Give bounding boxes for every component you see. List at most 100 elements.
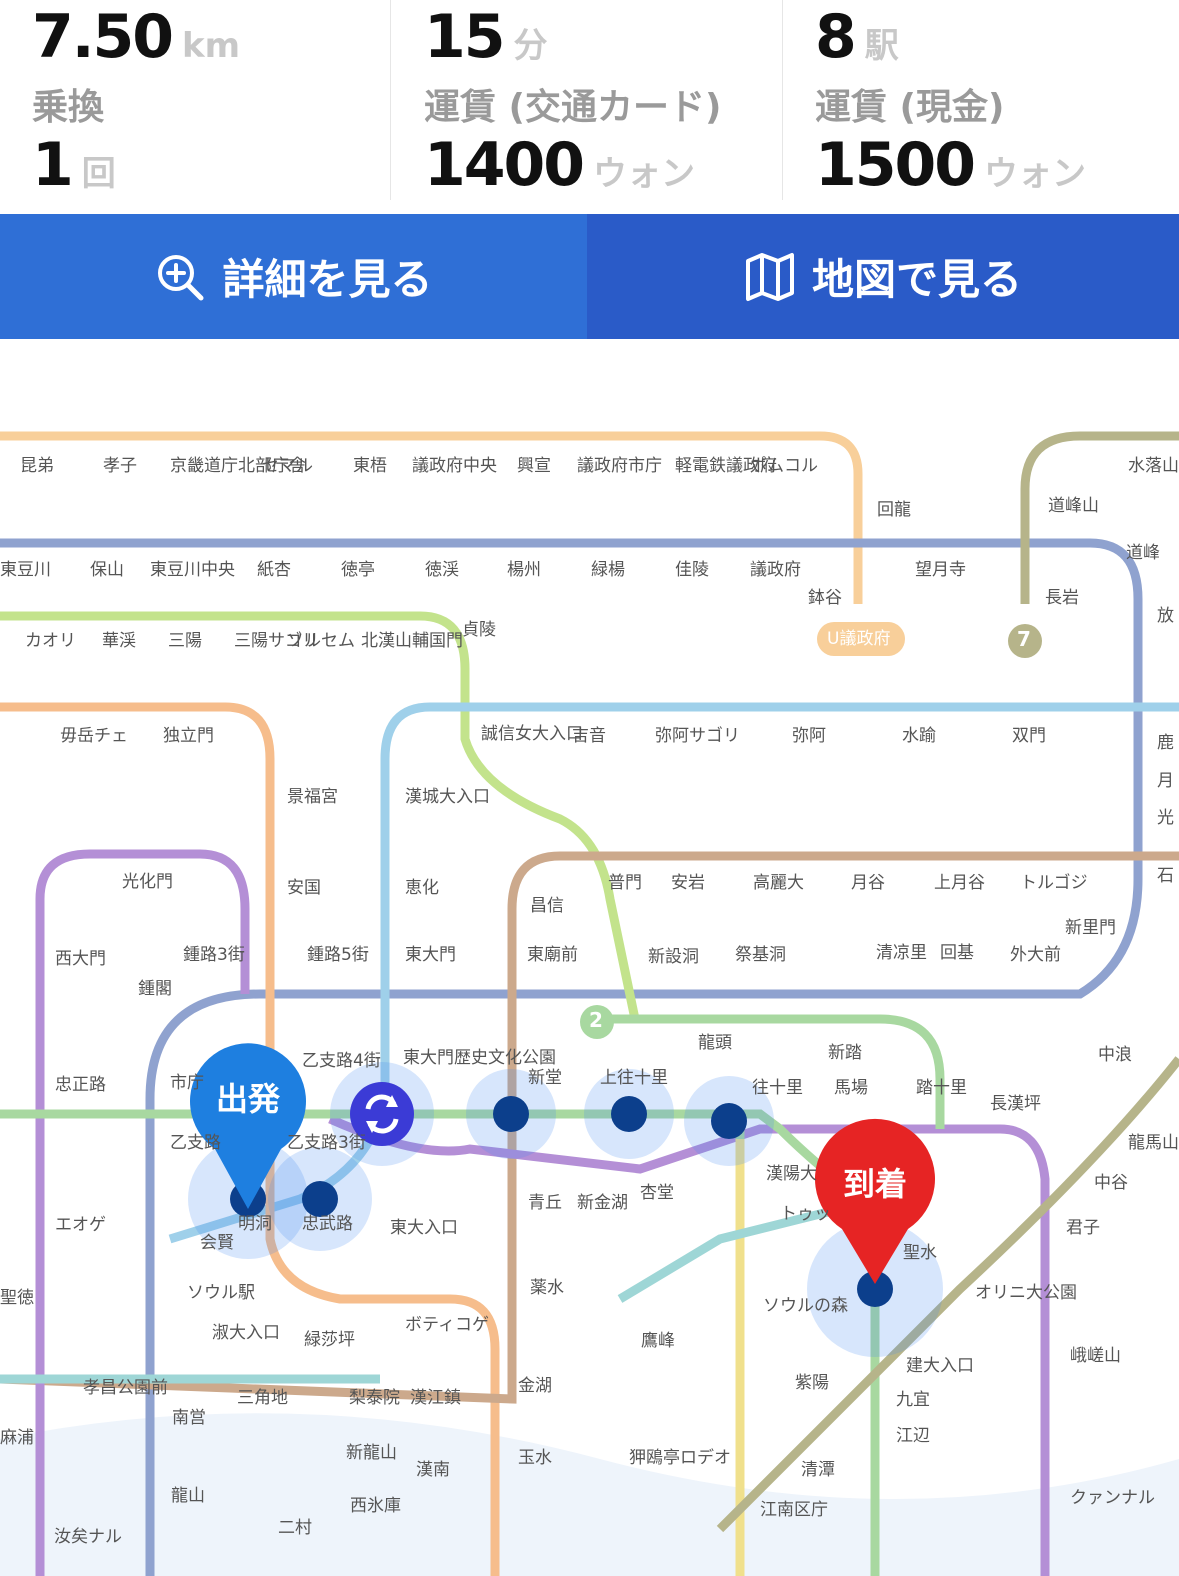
station-label[interactable]: 月谷 — [851, 873, 885, 893]
station-label[interactable]: 玉水 — [518, 1448, 552, 1468]
station-label[interactable]: 誠信女大入口 — [481, 724, 583, 744]
station-label[interactable]: 清凉里 — [876, 943, 927, 963]
station-label[interactable]: 漢江鎮 — [410, 1388, 461, 1408]
station-label[interactable]: 石 — [1157, 866, 1174, 886]
station-label[interactable]: 光 — [1157, 808, 1174, 828]
station-label[interactable]: ソウル駅 — [187, 1283, 255, 1303]
station-label[interactable]: 狎鴎亭ロデオ — [629, 1448, 731, 1468]
station-label[interactable]: 望月寺 — [915, 560, 966, 580]
station-label[interactable]: エオゲ — [55, 1215, 106, 1235]
station-label[interactable]: クァンナル — [1070, 1488, 1155, 1508]
station-label[interactable]: 京畿道庁北部庁舎 — [170, 456, 306, 476]
station-label[interactable]: 外大前 — [1010, 945, 1061, 965]
view-details-button[interactable]: 詳細を見る — [0, 214, 587, 339]
station-label[interactable]: 往十里 — [752, 1078, 803, 1098]
station-label[interactable]: 薬水 — [530, 1278, 564, 1298]
station-label[interactable]: 乙支路3街 — [287, 1133, 366, 1153]
station-label[interactable]: 西氷庫 — [350, 1496, 401, 1516]
station-label[interactable]: 金湖 — [518, 1376, 552, 1396]
station-label[interactable]: 長岩 — [1045, 588, 1079, 608]
station-label[interactable]: 聖水 — [903, 1243, 937, 1263]
station-label[interactable]: 西大門 — [55, 949, 106, 969]
station-label[interactable]: 東豆川中央 — [150, 560, 235, 580]
station-label[interactable]: 恵化 — [405, 878, 439, 898]
station-label[interactable]: 安国 — [287, 878, 321, 898]
station-label[interactable]: 明洞 — [238, 1214, 272, 1234]
station-label[interactable]: 忠正路 — [55, 1075, 106, 1095]
station-label[interactable]: 緑莎坪 — [304, 1330, 355, 1350]
station-label[interactable]: 長漢坪 — [990, 1094, 1041, 1114]
station-label[interactable]: 徳渓 — [425, 560, 459, 580]
station-label[interactable]: 独立門 — [163, 726, 214, 746]
station-label[interactable]: 馬場 — [834, 1078, 868, 1098]
station-label[interactable]: 景福宮 — [287, 787, 338, 807]
station-label[interactable]: ソウルの森 — [763, 1296, 848, 1316]
station-label[interactable]: 紙杏 — [257, 560, 291, 580]
station-label[interactable]: 楊州 — [507, 560, 541, 580]
station-label[interactable]: 新里門 — [1065, 918, 1116, 938]
station-label[interactable]: 昆弟 — [20, 456, 54, 476]
station-label[interactable]: 吉音 — [572, 726, 606, 746]
station-label[interactable]: 議政府 — [750, 560, 801, 580]
station-label[interactable]: 梨泰院 — [349, 1388, 400, 1408]
station-label[interactable]: 鷹峰 — [641, 1331, 675, 1351]
station-label[interactable]: 漢陽大 — [766, 1164, 817, 1184]
station-label[interactable]: 回基 — [940, 943, 974, 963]
station-label[interactable]: 杏堂 — [640, 1183, 674, 1203]
station-label[interactable]: ソルセム — [287, 631, 355, 651]
station-label[interactable]: 龍馬山 — [1128, 1133, 1179, 1153]
station-label[interactable]: ポムコル — [750, 456, 818, 476]
station-label[interactable]: 議政府市庁 — [577, 456, 662, 476]
station-label[interactable]: 忠武路 — [302, 1214, 353, 1234]
station-label[interactable]: 二村 — [278, 1518, 312, 1538]
station-label[interactable]: 東豆川 — [0, 560, 51, 580]
station-label[interactable]: 中谷 — [1094, 1173, 1128, 1193]
station-label[interactable]: 青丘 — [528, 1193, 562, 1213]
station-label[interactable]: 双門 — [1012, 726, 1046, 746]
station-label[interactable]: 会賢 — [200, 1233, 234, 1253]
station-label[interactable]: 東廟前 — [527, 945, 578, 965]
station-label[interactable]: 淑大入口 — [212, 1323, 280, 1343]
station-label[interactable]: 光化門 — [122, 872, 173, 892]
station-label[interactable]: カオリ — [25, 631, 76, 651]
station-label[interactable]: 汝矣ナル — [54, 1527, 122, 1547]
station-label[interactable]: 清潭 — [801, 1460, 835, 1480]
station-label[interactable]: 安岩 — [671, 873, 705, 893]
station-label[interactable]: 漢城大入口 — [405, 787, 490, 807]
station-label[interactable]: 三陽 — [168, 631, 202, 651]
station-label[interactable]: オリニ大公園 — [975, 1283, 1077, 1303]
station-label[interactable]: 祭基洞 — [735, 945, 786, 965]
station-label[interactable]: 鍾閣 — [138, 979, 172, 999]
station-label[interactable]: 新設洞 — [648, 947, 699, 967]
station-label[interactable]: 中浪 — [1098, 1045, 1132, 1065]
station-label[interactable]: 市庁 — [170, 1073, 204, 1093]
station-label[interactable]: 佳陵 — [675, 560, 709, 580]
station-label[interactable]: 孝子 — [103, 456, 137, 476]
station-label[interactable]: 東大門 — [405, 945, 456, 965]
station-label[interactable]: 軽電鉄議政府 — [675, 456, 777, 476]
station-label[interactable]: 月 — [1157, 771, 1174, 791]
station-label[interactable]: 新堂 — [528, 1068, 562, 1088]
station-label[interactable]: 毋岳チェ — [60, 726, 128, 746]
station-label[interactable]: 議政府中央 — [412, 456, 497, 476]
station-label[interactable]: トゥッ — [780, 1204, 831, 1224]
station-label[interactable]: 新金湖 — [577, 1193, 628, 1213]
station-label[interactable]: 踏十里 — [916, 1078, 967, 1098]
station-label[interactable]: 鉢谷 — [808, 588, 842, 608]
station-label[interactable]: 放 — [1157, 606, 1174, 626]
station-label[interactable]: 麻浦 — [0, 1428, 34, 1448]
station-label[interactable]: 普門 — [608, 873, 642, 893]
station-label[interactable]: 建大入口 — [906, 1356, 974, 1376]
station-label[interactable]: 鍾路5街 — [307, 945, 369, 965]
station-label[interactable]: 東大門歴史文化公園 — [403, 1048, 556, 1068]
station-label[interactable]: 水踰 — [902, 726, 936, 746]
station-label[interactable]: 東梧 — [353, 456, 387, 476]
station-label[interactable]: 乙支路4街 — [302, 1051, 381, 1071]
station-label[interactable]: 興宣 — [517, 456, 551, 476]
station-label[interactable]: 弥阿サゴリ — [655, 726, 740, 746]
station-label[interactable]: 龍山 — [171, 1486, 205, 1506]
station-label[interactable]: トルゴジ — [1020, 873, 1088, 893]
station-label[interactable]: 聖徳 — [0, 1288, 34, 1308]
station-label[interactable]: 三角地 — [237, 1388, 288, 1408]
view-map-button[interactable]: 地図で見る — [587, 214, 1179, 339]
